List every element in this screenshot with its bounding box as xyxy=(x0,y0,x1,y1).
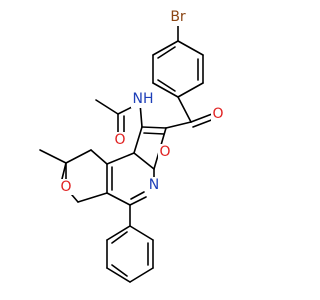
bond xyxy=(129,196,147,206)
bond xyxy=(157,79,176,92)
bond xyxy=(152,82,179,98)
atom-o-furan: O xyxy=(158,144,172,160)
atom-labels: Br NH O O O N O xyxy=(59,8,225,195)
atom-label-nh: NH xyxy=(133,91,154,107)
atom-label-br: Br xyxy=(170,9,186,25)
bond xyxy=(177,40,204,56)
bond xyxy=(177,82,204,98)
atom-label-o-ketone: O xyxy=(212,106,223,122)
bond xyxy=(129,267,154,283)
bond xyxy=(177,96,192,123)
molecule-svg: Br NH O O O N O xyxy=(39,8,225,283)
bond xyxy=(111,264,128,277)
bond xyxy=(165,121,192,129)
atom-label-o-amide: O xyxy=(114,132,125,148)
atom-nh: NH xyxy=(131,90,155,108)
structure-diagram: Br NH O O O N O xyxy=(39,8,225,283)
bond xyxy=(77,192,108,203)
atom-label-o-furan: O xyxy=(159,144,170,160)
bond xyxy=(106,192,131,206)
bonds xyxy=(39,19,215,283)
atom-n-pyridine: N xyxy=(147,177,161,193)
bond xyxy=(130,191,145,200)
bond xyxy=(190,113,213,123)
atom-br: Br xyxy=(165,8,191,26)
bond xyxy=(39,149,67,164)
bond xyxy=(133,152,155,170)
bond xyxy=(192,118,215,128)
bond xyxy=(157,46,176,59)
bond xyxy=(152,40,179,56)
bond xyxy=(106,152,135,165)
bond xyxy=(141,126,167,129)
bond xyxy=(133,126,143,154)
bond xyxy=(90,149,108,165)
atom-o-ketone: O xyxy=(211,106,225,122)
bond xyxy=(65,149,92,164)
atom-label-n-pyridine: N xyxy=(149,177,159,193)
atom-label-o-pyran: O xyxy=(60,179,71,195)
bond xyxy=(111,231,128,244)
bond xyxy=(106,267,131,283)
atom-o-pyran: O xyxy=(59,179,73,195)
atom-o-amide: O xyxy=(113,132,127,148)
bond xyxy=(106,225,131,241)
bond xyxy=(129,225,154,241)
bond xyxy=(143,132,165,135)
bond xyxy=(95,99,119,115)
